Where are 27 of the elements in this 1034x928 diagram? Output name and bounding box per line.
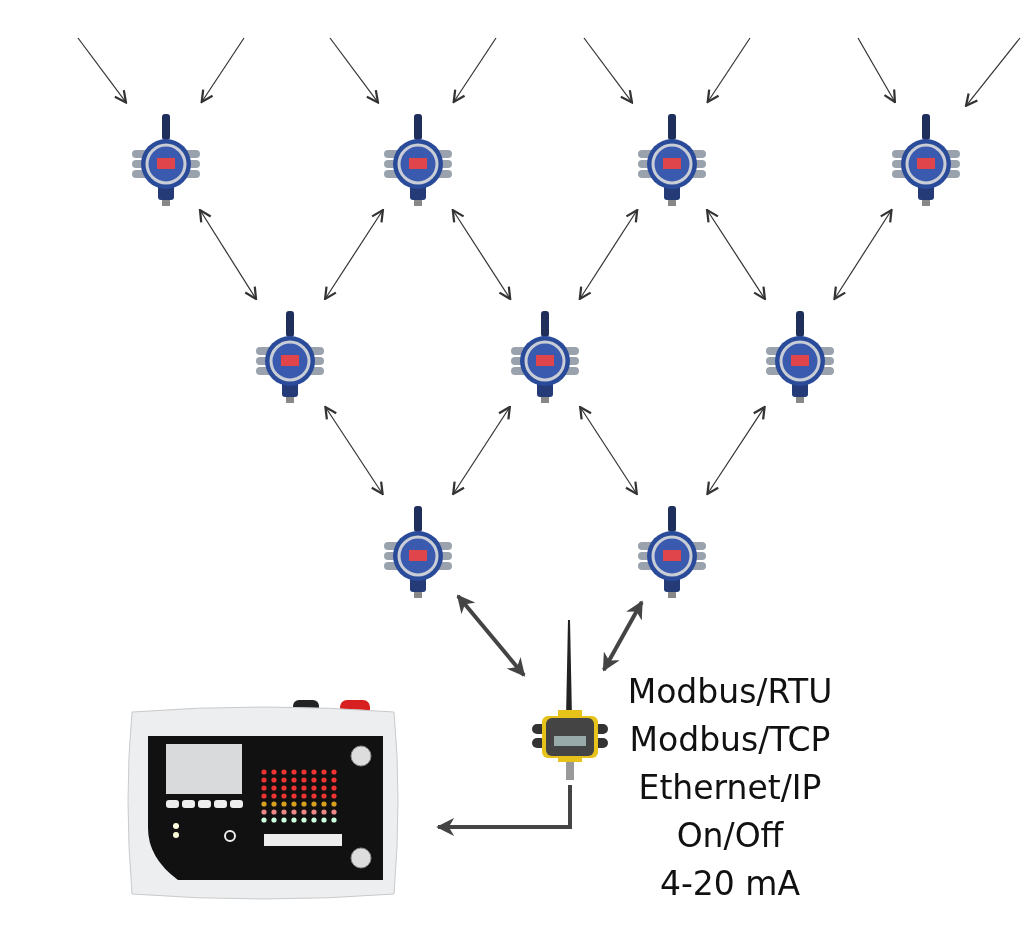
protocol-label: 4-20 mA <box>659 863 801 905</box>
wireless-gateway-drawing <box>530 618 610 783</box>
protocol-label: Modbus/RTU <box>627 671 833 713</box>
arrow <box>583 37 634 104</box>
protocol-label: Ethernet/IP <box>638 767 822 809</box>
arrow <box>964 37 1021 107</box>
protocol-label: On/Off <box>676 815 784 857</box>
arrow <box>578 208 639 301</box>
arrow <box>324 208 384 301</box>
arrow <box>857 37 896 104</box>
arrow <box>833 208 893 301</box>
arrow <box>602 600 644 672</box>
arrow <box>452 37 497 104</box>
arrow <box>706 37 751 104</box>
arrow <box>77 37 128 104</box>
protocol-label: Modbus/TCP <box>629 719 831 761</box>
arrow <box>436 785 572 836</box>
arrow <box>329 37 380 104</box>
arrow <box>198 208 258 301</box>
arrow <box>200 37 245 104</box>
arrow <box>452 405 511 496</box>
arrow <box>456 594 526 677</box>
arrow <box>579 405 638 496</box>
arrow <box>451 208 512 301</box>
arrow <box>706 208 766 301</box>
arrow <box>706 405 766 496</box>
arrow <box>324 405 384 496</box>
